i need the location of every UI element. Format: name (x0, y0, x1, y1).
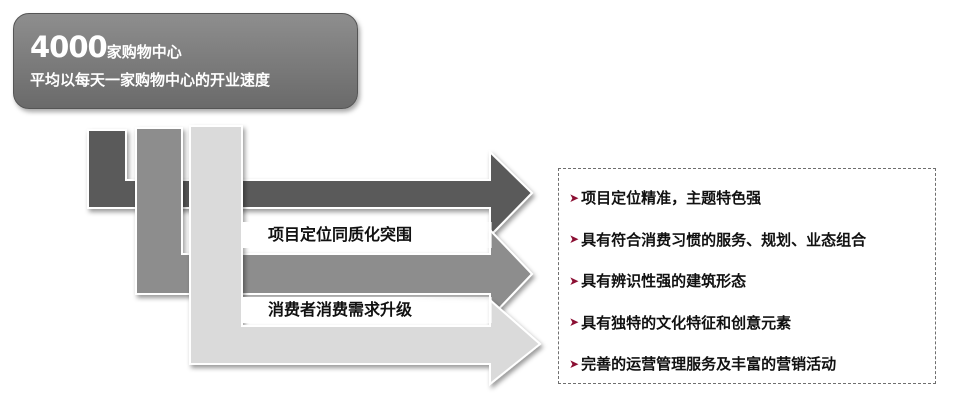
label-band-demand: 消费者消费需求升级 (242, 297, 492, 323)
chevron-right-icon: ➤ (569, 273, 580, 288)
list-item: ➤具有符合消费习惯的服务、规划、业态组合 (559, 219, 935, 261)
chevron-right-icon: ➤ (569, 356, 580, 371)
list-item: ➤具有辨识性强的建筑形态 (559, 260, 935, 302)
label-positioning: 项目定位同质化突围 (268, 225, 413, 244)
list-item-text: 完善的运营管理服务及丰富的营销活动 (581, 355, 837, 374)
list-item-text: 具有辨识性强的建筑形态 (581, 272, 747, 291)
store-count: 4000 (30, 30, 108, 64)
title-line: 4000家购物中心 (30, 32, 357, 67)
title-subtitle: 平均以每天一家购物中心的开业速度 (30, 71, 271, 89)
list-item-text: 具有独特的文化特征和创意元素 (581, 313, 792, 332)
store-count-suffix: 家购物中心 (106, 43, 182, 61)
list-item: ➤具有独特的文化特征和创意元素 (559, 302, 935, 344)
arrow-dark (87, 129, 534, 239)
title-box: 4000家购物中心 平均以每天一家购物中心的开业速度 (13, 13, 358, 109)
label-band-positioning: 项目定位同质化突围 (242, 222, 492, 248)
list-item-text: 具有符合消费习惯的服务、规划、业态组合 (581, 230, 867, 249)
chevron-right-icon: ➤ (569, 315, 580, 330)
chevron-right-icon: ➤ (569, 190, 580, 205)
list-item: ➤完善的运营管理服务及丰富的营销活动 (559, 343, 935, 385)
list-item-text: 项目定位精准，主题特色强 (581, 189, 762, 208)
chevron-right-icon: ➤ (569, 232, 580, 247)
list-item: ➤项目定位精准，主题特色强 (559, 177, 935, 219)
label-demand: 消费者消费需求升级 (268, 300, 413, 319)
features-panel: ➤项目定位精准，主题特色强 ➤具有符合消费习惯的服务、规划、业态组合 ➤具有辨识… (558, 168, 936, 384)
